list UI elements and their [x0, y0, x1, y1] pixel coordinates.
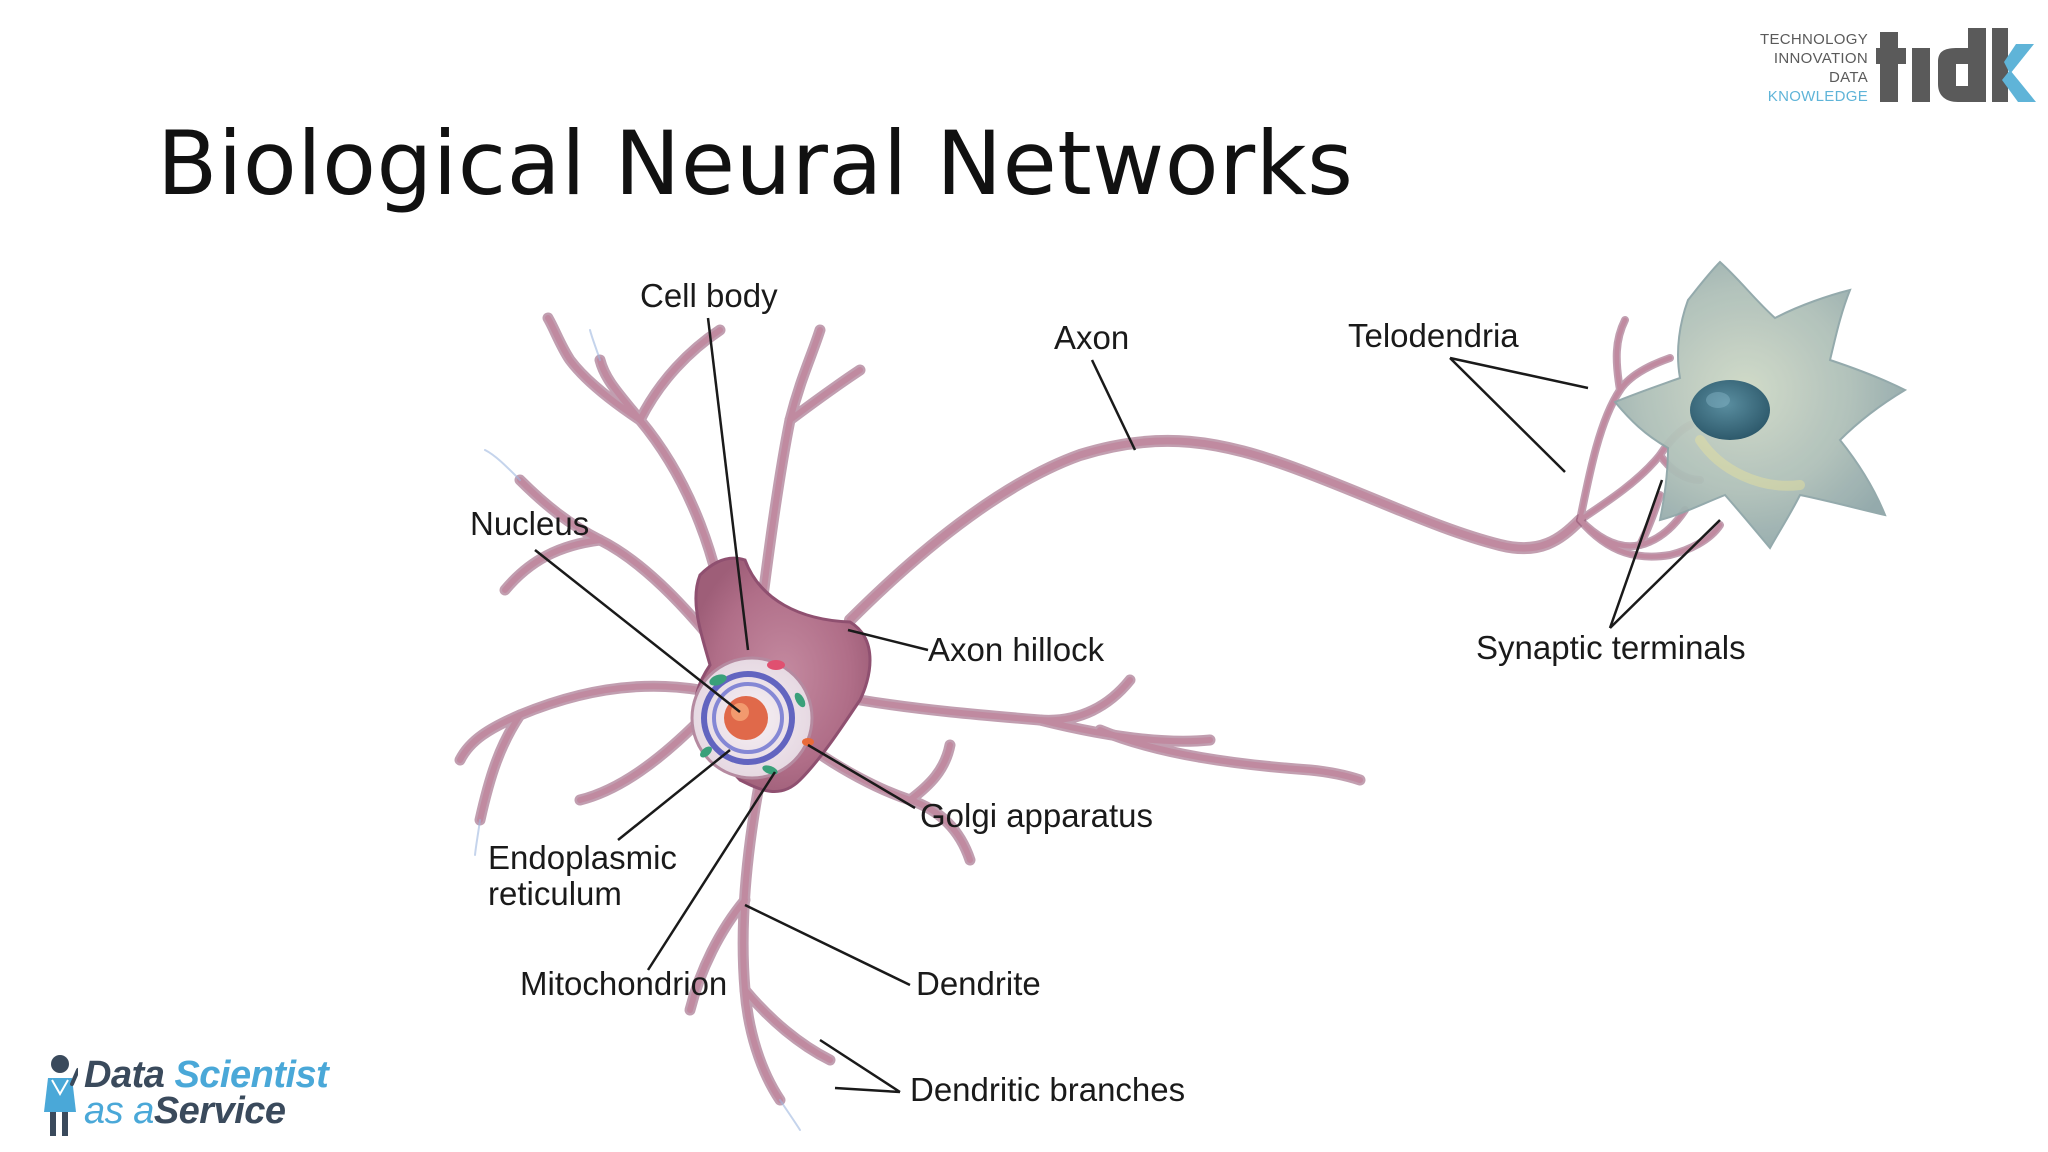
das-word-as-a: as a	[84, 1090, 154, 1132]
label-telodendria: Telodendria	[1348, 317, 1519, 354]
label-axon-hillock: Axon hillock	[928, 631, 1105, 668]
leader-dendrite	[744, 903, 911, 987]
leader-synaptic-a	[1608, 479, 1664, 629]
scientist-figure-icon	[44, 1055, 78, 1136]
das-line-1: Data Scientist	[84, 1054, 329, 1097]
leader-golgi	[807, 743, 916, 810]
dendrite-highlight	[474, 329, 801, 1131]
mitochondrion	[709, 674, 727, 686]
target-cell	[1613, 260, 1908, 550]
tidk-word-technology: TECHNOLOGY	[1759, 31, 1868, 48]
label-mitochondrion: Mitochondrion	[520, 965, 728, 1002]
leader-lines	[534, 317, 1721, 1094]
leader-synaptic-b	[1609, 519, 1721, 629]
target-nucleus	[1690, 380, 1770, 440]
leader-telodendria-a	[1449, 356, 1589, 390]
das-word-service: Service	[153, 1090, 286, 1132]
dendrites	[454, 312, 1366, 1131]
das-word-data: Data	[84, 1054, 165, 1096]
label-endoplasmic-reticulum-line2: reticulum	[488, 875, 622, 912]
leader-dendritic-b	[834, 1086, 901, 1094]
golgi-apparatus	[802, 738, 814, 746]
das-line-2: as aService	[84, 1090, 286, 1133]
label-golgi-apparatus: Golgi apparatus	[920, 797, 1153, 834]
leader-mitochondrion	[646, 771, 777, 971]
leader-er	[617, 749, 731, 841]
tidk-logo-words: TECHNOLOGY INNOVATION DATA KNOWLEDGE	[1740, 30, 1868, 106]
tidk-word-data: DATA	[1829, 69, 1868, 86]
label-dendritic-branches: Dendritic branches	[910, 1071, 1186, 1108]
leader-dendritic-a	[819, 1038, 901, 1094]
tidk-logo-mark	[1876, 28, 2036, 102]
leader-telodendria-b	[1449, 357, 1566, 473]
label-axon: Axon	[1054, 319, 1130, 356]
tidk-word-knowledge: KNOWLEDGE	[1767, 88, 1868, 105]
label-dendrite: Dendrite	[916, 965, 1041, 1002]
slide-title: Biological Neural Networks	[157, 112, 1354, 215]
soma	[690, 556, 872, 794]
label-synaptic-terminals: Synaptic terminals	[1476, 629, 1746, 666]
leader-nucleus	[534, 549, 741, 713]
leader-axon-hillock	[847, 628, 929, 652]
das-word-scientist: Scientist	[174, 1054, 329, 1096]
tidk-word-innovation: INNOVATION	[1773, 50, 1868, 67]
axon	[844, 434, 1586, 626]
label-cell-body: Cell body	[640, 277, 778, 314]
leader-axon	[1090, 359, 1137, 451]
label-endoplasmic-reticulum-line1: Endoplasmic	[488, 839, 677, 876]
golgi	[767, 660, 785, 670]
label-nucleus: Nucleus	[470, 505, 590, 542]
leader-cell-body	[706, 317, 750, 651]
data-scientist-service-logo: Data Scientist as aService	[38, 1050, 368, 1140]
